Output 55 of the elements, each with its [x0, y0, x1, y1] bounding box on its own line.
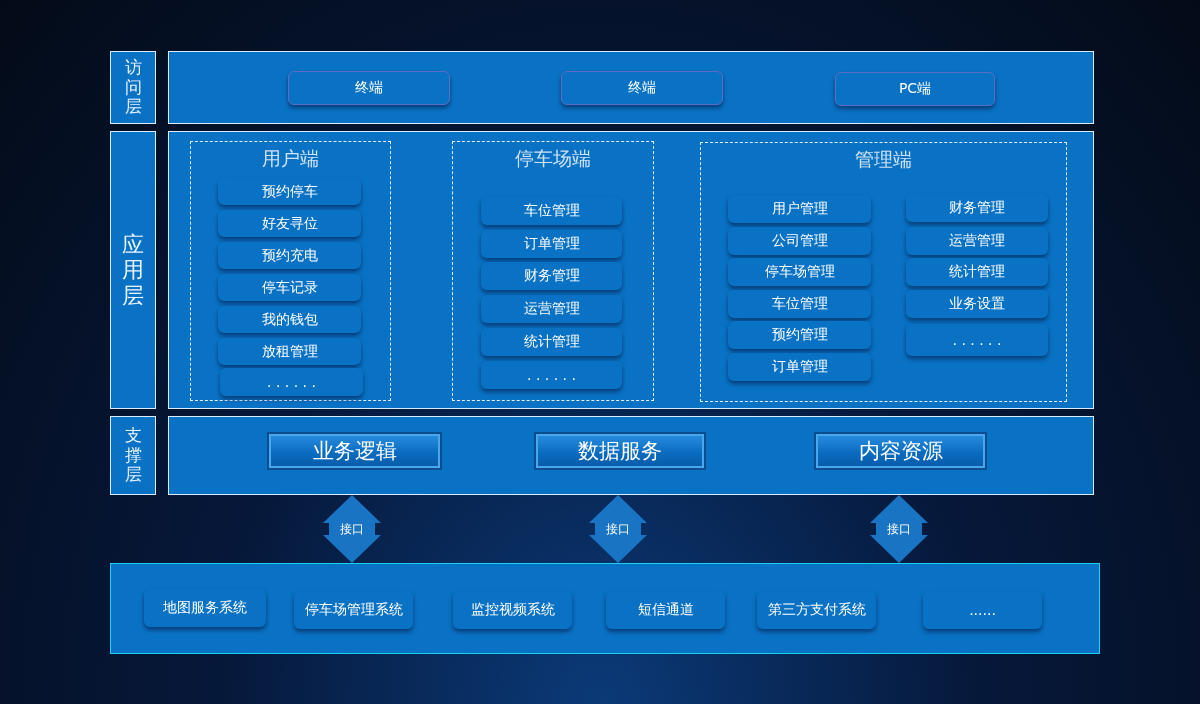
layer-tab — [110, 131, 156, 409]
layer-name: 支撑层 — [124, 426, 142, 485]
function-box: 运营管理 — [481, 295, 622, 323]
double-arrow — [589, 495, 647, 563]
function-box: 用户管理 — [728, 195, 871, 223]
function-box: . . . . . . — [481, 361, 622, 389]
service-box: 数据服务 — [534, 432, 706, 470]
service-box: 业务逻辑 — [267, 432, 442, 470]
double-arrow — [870, 495, 928, 563]
layer-name: 访问层 — [124, 58, 142, 117]
function-box: 订单管理 — [481, 230, 622, 258]
dashed-group — [700, 142, 1067, 402]
function-box: 停车场管理系统 — [294, 591, 413, 629]
function-box: 预约管理 — [728, 321, 871, 349]
function-box: 停车场管理 — [728, 258, 871, 286]
function-box: 监控视频系统 — [453, 591, 572, 629]
function-box: 第三方支付系统 — [757, 591, 876, 629]
layer-panel — [168, 131, 1094, 409]
terminal-box: PC端 — [835, 72, 995, 106]
layer-name: 应用层 — [121, 232, 145, 308]
function-box: 停车记录 — [218, 274, 361, 301]
group-title: 停车场端 — [514, 146, 592, 171]
function-box: 订单管理 — [728, 353, 871, 381]
function-box: 运营管理 — [906, 227, 1048, 255]
terminal-box: 终端 — [288, 71, 450, 105]
function-box: 车位管理 — [728, 290, 871, 318]
function-box: 好友寻位 — [218, 210, 361, 237]
function-box: 短信通道 — [606, 591, 725, 629]
function-box: 财务管理 — [906, 194, 1048, 222]
service-box: 内容资源 — [814, 432, 987, 470]
function-box: 业务设置 — [906, 290, 1048, 318]
terminal-box: 终端 — [561, 71, 723, 105]
function-box: . . . . . . — [906, 324, 1048, 356]
double-arrow — [323, 495, 381, 563]
layer-tab — [110, 51, 156, 124]
function-box: 放租管理 — [218, 338, 361, 365]
layer-panel — [110, 563, 1100, 654]
dashed-group — [190, 141, 391, 401]
function-box: 预约停车 — [218, 178, 361, 205]
dashed-group — [452, 141, 654, 401]
function-box: 公司管理 — [728, 227, 871, 255]
function-box: 地图服务系统 — [144, 589, 266, 627]
function-box: 财务管理 — [481, 262, 622, 290]
function-box: 统计管理 — [481, 328, 622, 356]
function-box: 我的钱包 — [218, 306, 361, 333]
group-title: 管理端 — [854, 147, 913, 172]
function-box: 统计管理 — [906, 258, 1048, 286]
function-box: 车位管理 — [481, 197, 622, 225]
layer-tab — [110, 416, 156, 495]
group-title: 用户端 — [261, 146, 320, 171]
layer-panel — [168, 416, 1094, 495]
function-box: ...... — [923, 591, 1042, 629]
function-box: 预约充电 — [218, 242, 361, 269]
layer-panel — [168, 51, 1094, 124]
function-box: . . . . . . — [220, 368, 363, 396]
